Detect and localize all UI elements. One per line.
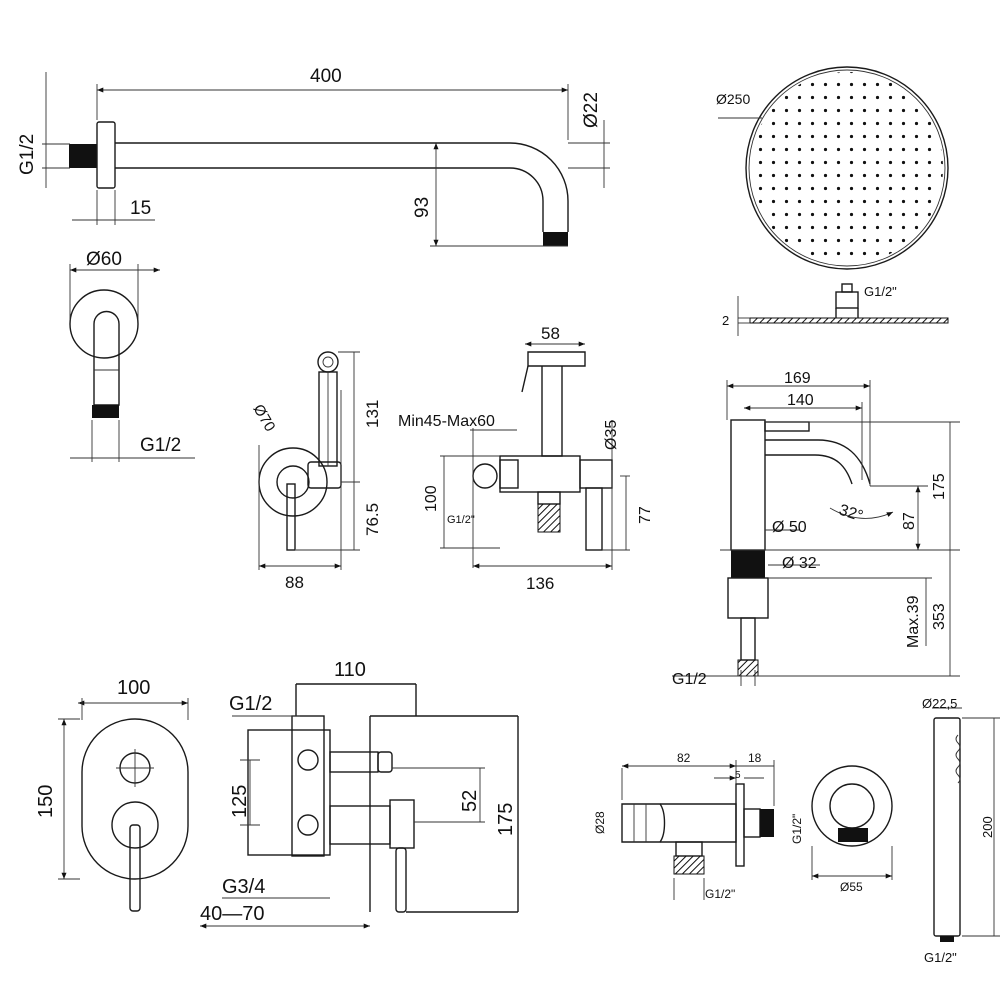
body-inlet-label: G1/2 <box>229 693 272 715</box>
body-outlet-label: G3/4 <box>222 876 265 898</box>
shower-holder <box>811 765 893 880</box>
bidet-offset-label: 76.5 <box>363 503 382 536</box>
arm-drop-label: 93 <box>412 197 433 218</box>
mixer-length-label: 169 <box>784 370 811 387</box>
bidet-length-label: 136 <box>526 574 554 593</box>
mixer-spout-height-label: 87 <box>901 512 918 530</box>
hand-thread-label: G1/2" <box>924 950 957 965</box>
mixer-thread-label: G1/2 <box>672 671 707 688</box>
head-thickness-label: 2 <box>722 313 729 328</box>
basin-mixer <box>672 380 960 686</box>
hand-diameter-label: Ø22,5 <box>922 696 957 711</box>
valve-flange-label: 18 <box>748 751 762 765</box>
head-thread-label: G1/2" <box>864 284 897 299</box>
arm-flange-label: 15 <box>130 198 151 219</box>
angle-valve <box>621 760 775 900</box>
valve-diameter-label: Ø28 <box>593 811 607 834</box>
body-offset-label: 52 <box>459 790 481 812</box>
diverter-plate <box>58 698 189 912</box>
valve-thread-out-label: G1/2" <box>705 887 735 901</box>
bidet-thread-label: G1/2" <box>447 514 475 526</box>
hand-shower <box>932 707 1000 942</box>
diverter-body <box>200 683 519 929</box>
mixer-base-label: Ø 50 <box>772 519 807 536</box>
arm-length-label: 400 <box>310 66 342 87</box>
hand-length-label: 200 <box>980 816 995 838</box>
body-depth-label: 110 <box>334 659 366 681</box>
bidet-depth-label: 88 <box>285 573 304 592</box>
outlet-diameter-label: Ø60 <box>86 249 122 270</box>
bidet-spray-width-label: 58 <box>541 324 560 343</box>
valve-wall-label: 5 <box>735 770 741 781</box>
valve-length-label: 82 <box>677 751 691 765</box>
arm-diameter-label: Ø22 <box>581 92 602 128</box>
head-diameter-label: Ø250 <box>716 91 750 107</box>
plate-height-label: 150 <box>35 785 57 818</box>
holder-diameter-label: Ø55 <box>840 880 863 894</box>
bidet-range-label: Min45-Max60 <box>398 413 495 430</box>
mixer-bore-label: Ø 32 <box>782 555 817 572</box>
mixer-angle-label: 32° <box>837 502 865 526</box>
bidet-rosette-label: Ø70 <box>250 402 279 435</box>
arm-thread-label: G1/2 <box>17 134 38 175</box>
body-total-label: 175 <box>495 803 517 836</box>
bidet-rosette-label-front: Ø35 <box>603 420 620 450</box>
bidet-front-view <box>440 341 630 570</box>
valve-thread-side-label: G1/2" <box>790 814 804 844</box>
body-spacing-label: 125 <box>229 785 251 818</box>
bidet-side-view <box>258 351 360 570</box>
body-wall-range-label: 40—70 <box>200 903 265 925</box>
bidet-height-label: 131 <box>363 400 382 428</box>
plate-width-label: 100 <box>117 677 150 699</box>
shower-arm <box>42 72 610 247</box>
mixer-tail-label: 353 <box>931 603 948 630</box>
shower-head <box>718 66 949 336</box>
mixer-height-label: 175 <box>931 473 948 500</box>
wall-outlet <box>69 264 195 462</box>
bidet-drop-label: 77 <box>637 506 654 524</box>
mixer-spout-label: 140 <box>787 392 814 409</box>
mixer-deck-label: Max.39 <box>905 595 922 648</box>
bidet-height-label-front: 100 <box>423 485 440 512</box>
outlet-thread-label: G1/2 <box>140 435 181 456</box>
